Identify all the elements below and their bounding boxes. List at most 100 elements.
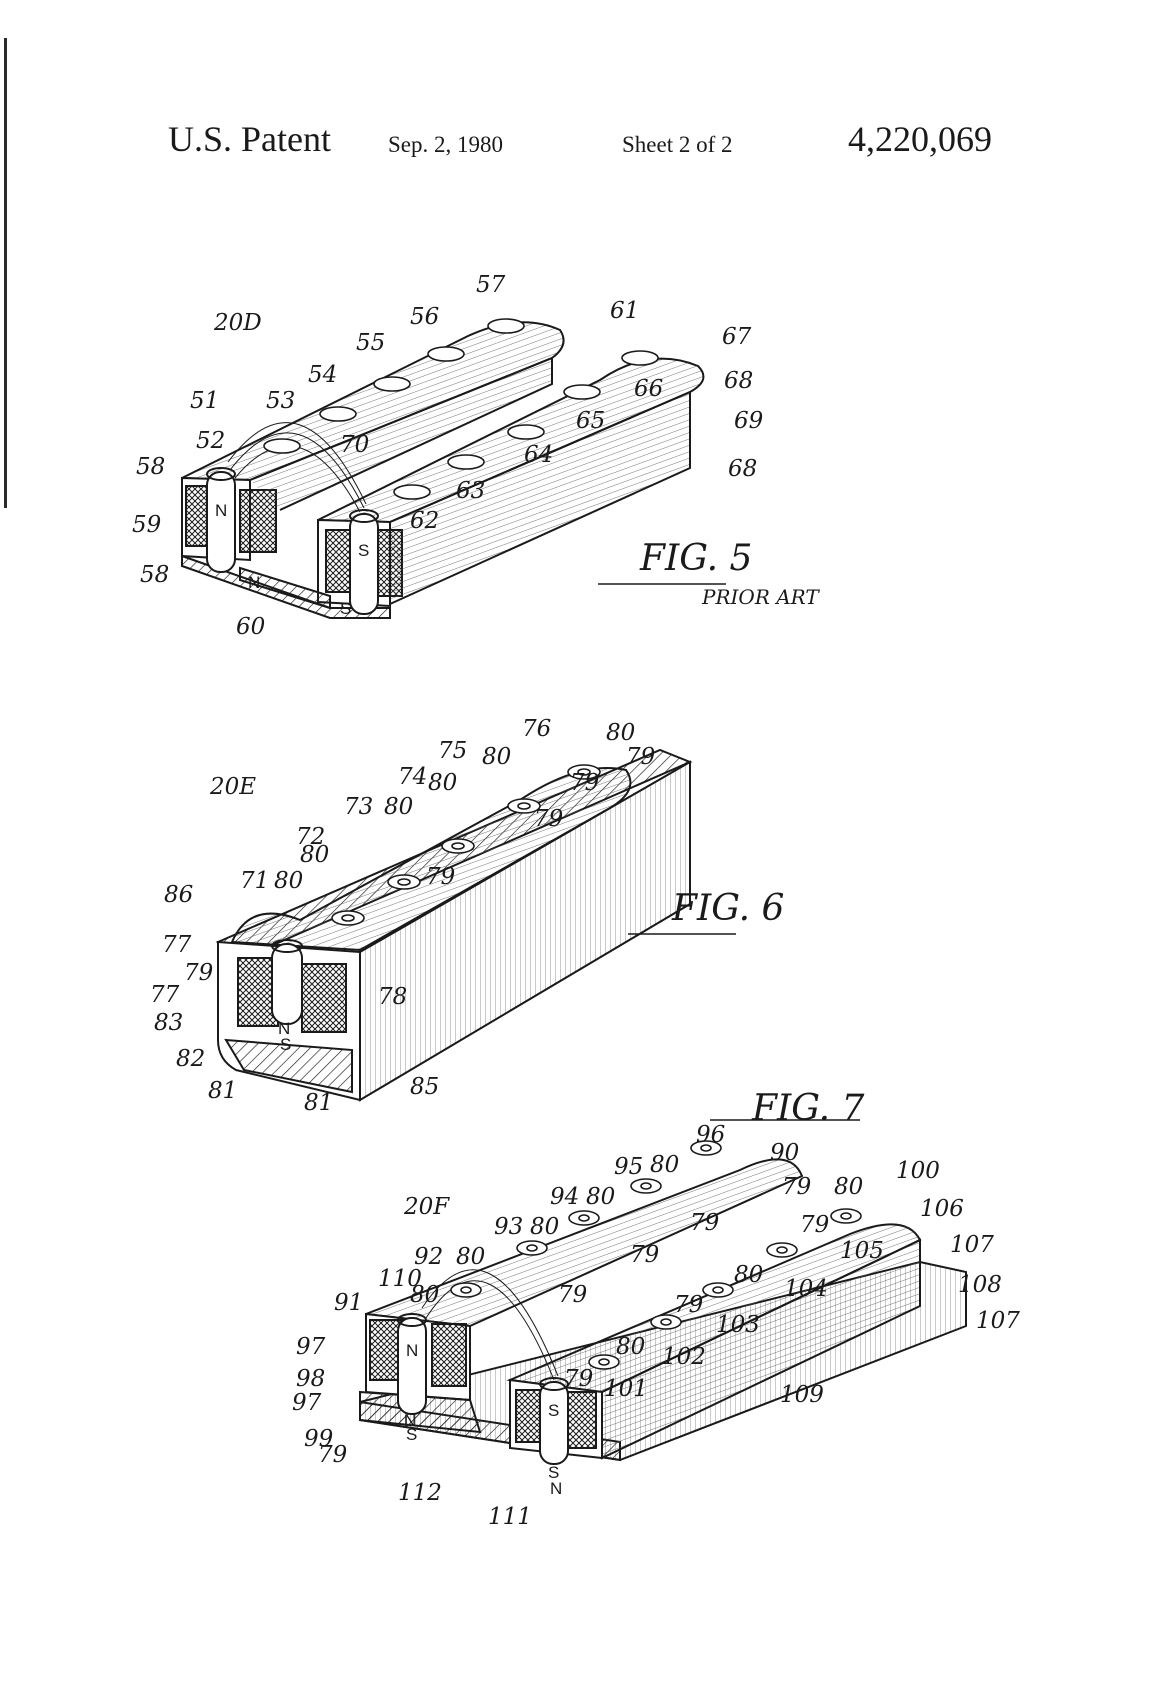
ref-82: 82 (176, 1046, 205, 1072)
ref-62: 62 (410, 508, 439, 534)
ref-86: 86 (164, 882, 193, 908)
ref-53: 53 (266, 388, 295, 414)
ref-54: 54 (308, 362, 337, 388)
ref-103: 103 (716, 1312, 760, 1338)
ref-80-h: 80 (834, 1174, 863, 1200)
fig5-assembly-ref: 20D (213, 310, 262, 336)
ref-105: 105 (840, 1238, 884, 1264)
ref-79-c: 79 (630, 1242, 659, 1268)
ref-107b: 107 (976, 1308, 1020, 1334)
pole-s: S (280, 1035, 291, 1054)
ref-79-g: 79 (674, 1292, 703, 1318)
ref-79-f: 79 (564, 1366, 593, 1392)
ref-73: 73 (344, 794, 373, 820)
ref-51: 51 (190, 388, 219, 414)
fig7-label: FIG. 7 (751, 1088, 865, 1129)
ref-111: 111 (488, 1504, 532, 1530)
ref-66: 66 (634, 376, 663, 402)
ref-80f: 80 (606, 720, 635, 746)
ref-60: 60 (236, 614, 265, 640)
ref-91: 91 (334, 1290, 363, 1316)
ref-107a: 107 (950, 1232, 994, 1258)
ref-95: 95 (614, 1154, 643, 1180)
ref-58b: 58 (140, 562, 169, 588)
pole-s-left-bottom: S (406, 1425, 417, 1444)
ref-70: 70 (340, 432, 369, 458)
ref-80-f: 80 (616, 1334, 645, 1360)
ref-75: 75 (438, 738, 467, 764)
pole-n-top: N (215, 501, 227, 520)
pole-s-right: S (548, 1401, 559, 1420)
ref-69: 69 (734, 408, 763, 434)
figure-6 (218, 750, 736, 1100)
ref-56: 56 (410, 304, 439, 330)
fig5-label: FIG. 5 (639, 538, 752, 579)
ref-68b: 68 (728, 456, 757, 482)
ref-76: 76 (522, 716, 551, 742)
pole-n-right-bottom: N (550, 1479, 562, 1498)
ref-79-b: 79 (558, 1282, 587, 1308)
ref-102: 102 (662, 1344, 706, 1370)
pole-s-base: S (340, 599, 351, 618)
ref-77a: 77 (162, 932, 192, 958)
ref-79b: 79 (426, 864, 455, 890)
ref-80e: 80 (482, 744, 511, 770)
fig6-assembly-ref: 20E (209, 774, 256, 800)
ref-80-b: 80 (456, 1244, 485, 1270)
ref-78: 78 (378, 984, 407, 1010)
ref-79-d: 79 (690, 1210, 719, 1236)
fig7-assembly-ref: 20F (403, 1194, 450, 1220)
ref-109: 109 (780, 1382, 824, 1408)
ref-100: 100 (896, 1158, 940, 1184)
pole-s-top: S (358, 541, 369, 560)
ref-80c: 80 (384, 794, 413, 820)
ref-67: 67 (722, 324, 752, 350)
ref-81b: 81 (304, 1090, 333, 1116)
ref-80-d: 80 (586, 1184, 615, 1210)
ref-97b: 97 (292, 1390, 322, 1416)
ref-64: 64 (524, 442, 553, 468)
ref-68a: 68 (724, 368, 753, 394)
ref-104: 104 (784, 1276, 828, 1302)
ref-80a: 80 (274, 868, 303, 894)
ref-106: 106 (920, 1196, 964, 1222)
ref-96: 96 (696, 1122, 725, 1148)
ref-112: 112 (398, 1480, 442, 1506)
ref-71: 71 (240, 868, 269, 894)
ref-58a: 58 (136, 454, 165, 480)
ref-80-c: 80 (530, 1214, 559, 1240)
ref-97a: 97 (296, 1334, 326, 1360)
ref-52: 52 (196, 428, 225, 454)
ref-79-h: 79 (800, 1212, 829, 1238)
ref-79c: 79 (534, 806, 563, 832)
ref-79d: 79 (570, 770, 599, 796)
ref-83: 83 (154, 1010, 183, 1036)
ref-81a: 81 (208, 1078, 237, 1104)
ref-77b: 77 (150, 982, 180, 1008)
ref-80d: 80 (428, 770, 457, 796)
pole-n-base: N (248, 573, 260, 592)
ref-90: 90 (770, 1140, 799, 1166)
ref-63: 63 (456, 478, 485, 504)
ref-80-g: 80 (734, 1262, 763, 1288)
ref-65: 65 (576, 408, 605, 434)
ref-79e: 79 (626, 744, 655, 770)
ref-55: 55 (356, 330, 385, 356)
ref-57: 57 (476, 272, 506, 298)
ref-94: 94 (550, 1184, 579, 1210)
pole-n-left: N (406, 1341, 418, 1360)
ref-61: 61 (610, 298, 639, 324)
ref-79-e: 79 (782, 1174, 811, 1200)
ref-108: 108 (958, 1272, 1002, 1298)
ref-93: 93 (494, 1214, 523, 1240)
ref-80-e: 80 (650, 1152, 679, 1178)
ref-80-a: 80 (410, 1282, 439, 1308)
ref-98: 98 (296, 1366, 325, 1392)
fig5-sublabel: PRIOR ART (701, 585, 820, 609)
fig6-label: FIG. 6 (671, 888, 784, 929)
ref-74: 74 (398, 764, 427, 790)
ref-101: 101 (604, 1376, 648, 1402)
ref-79-a: 79 (318, 1442, 347, 1468)
ref-59: 59 (132, 512, 161, 538)
